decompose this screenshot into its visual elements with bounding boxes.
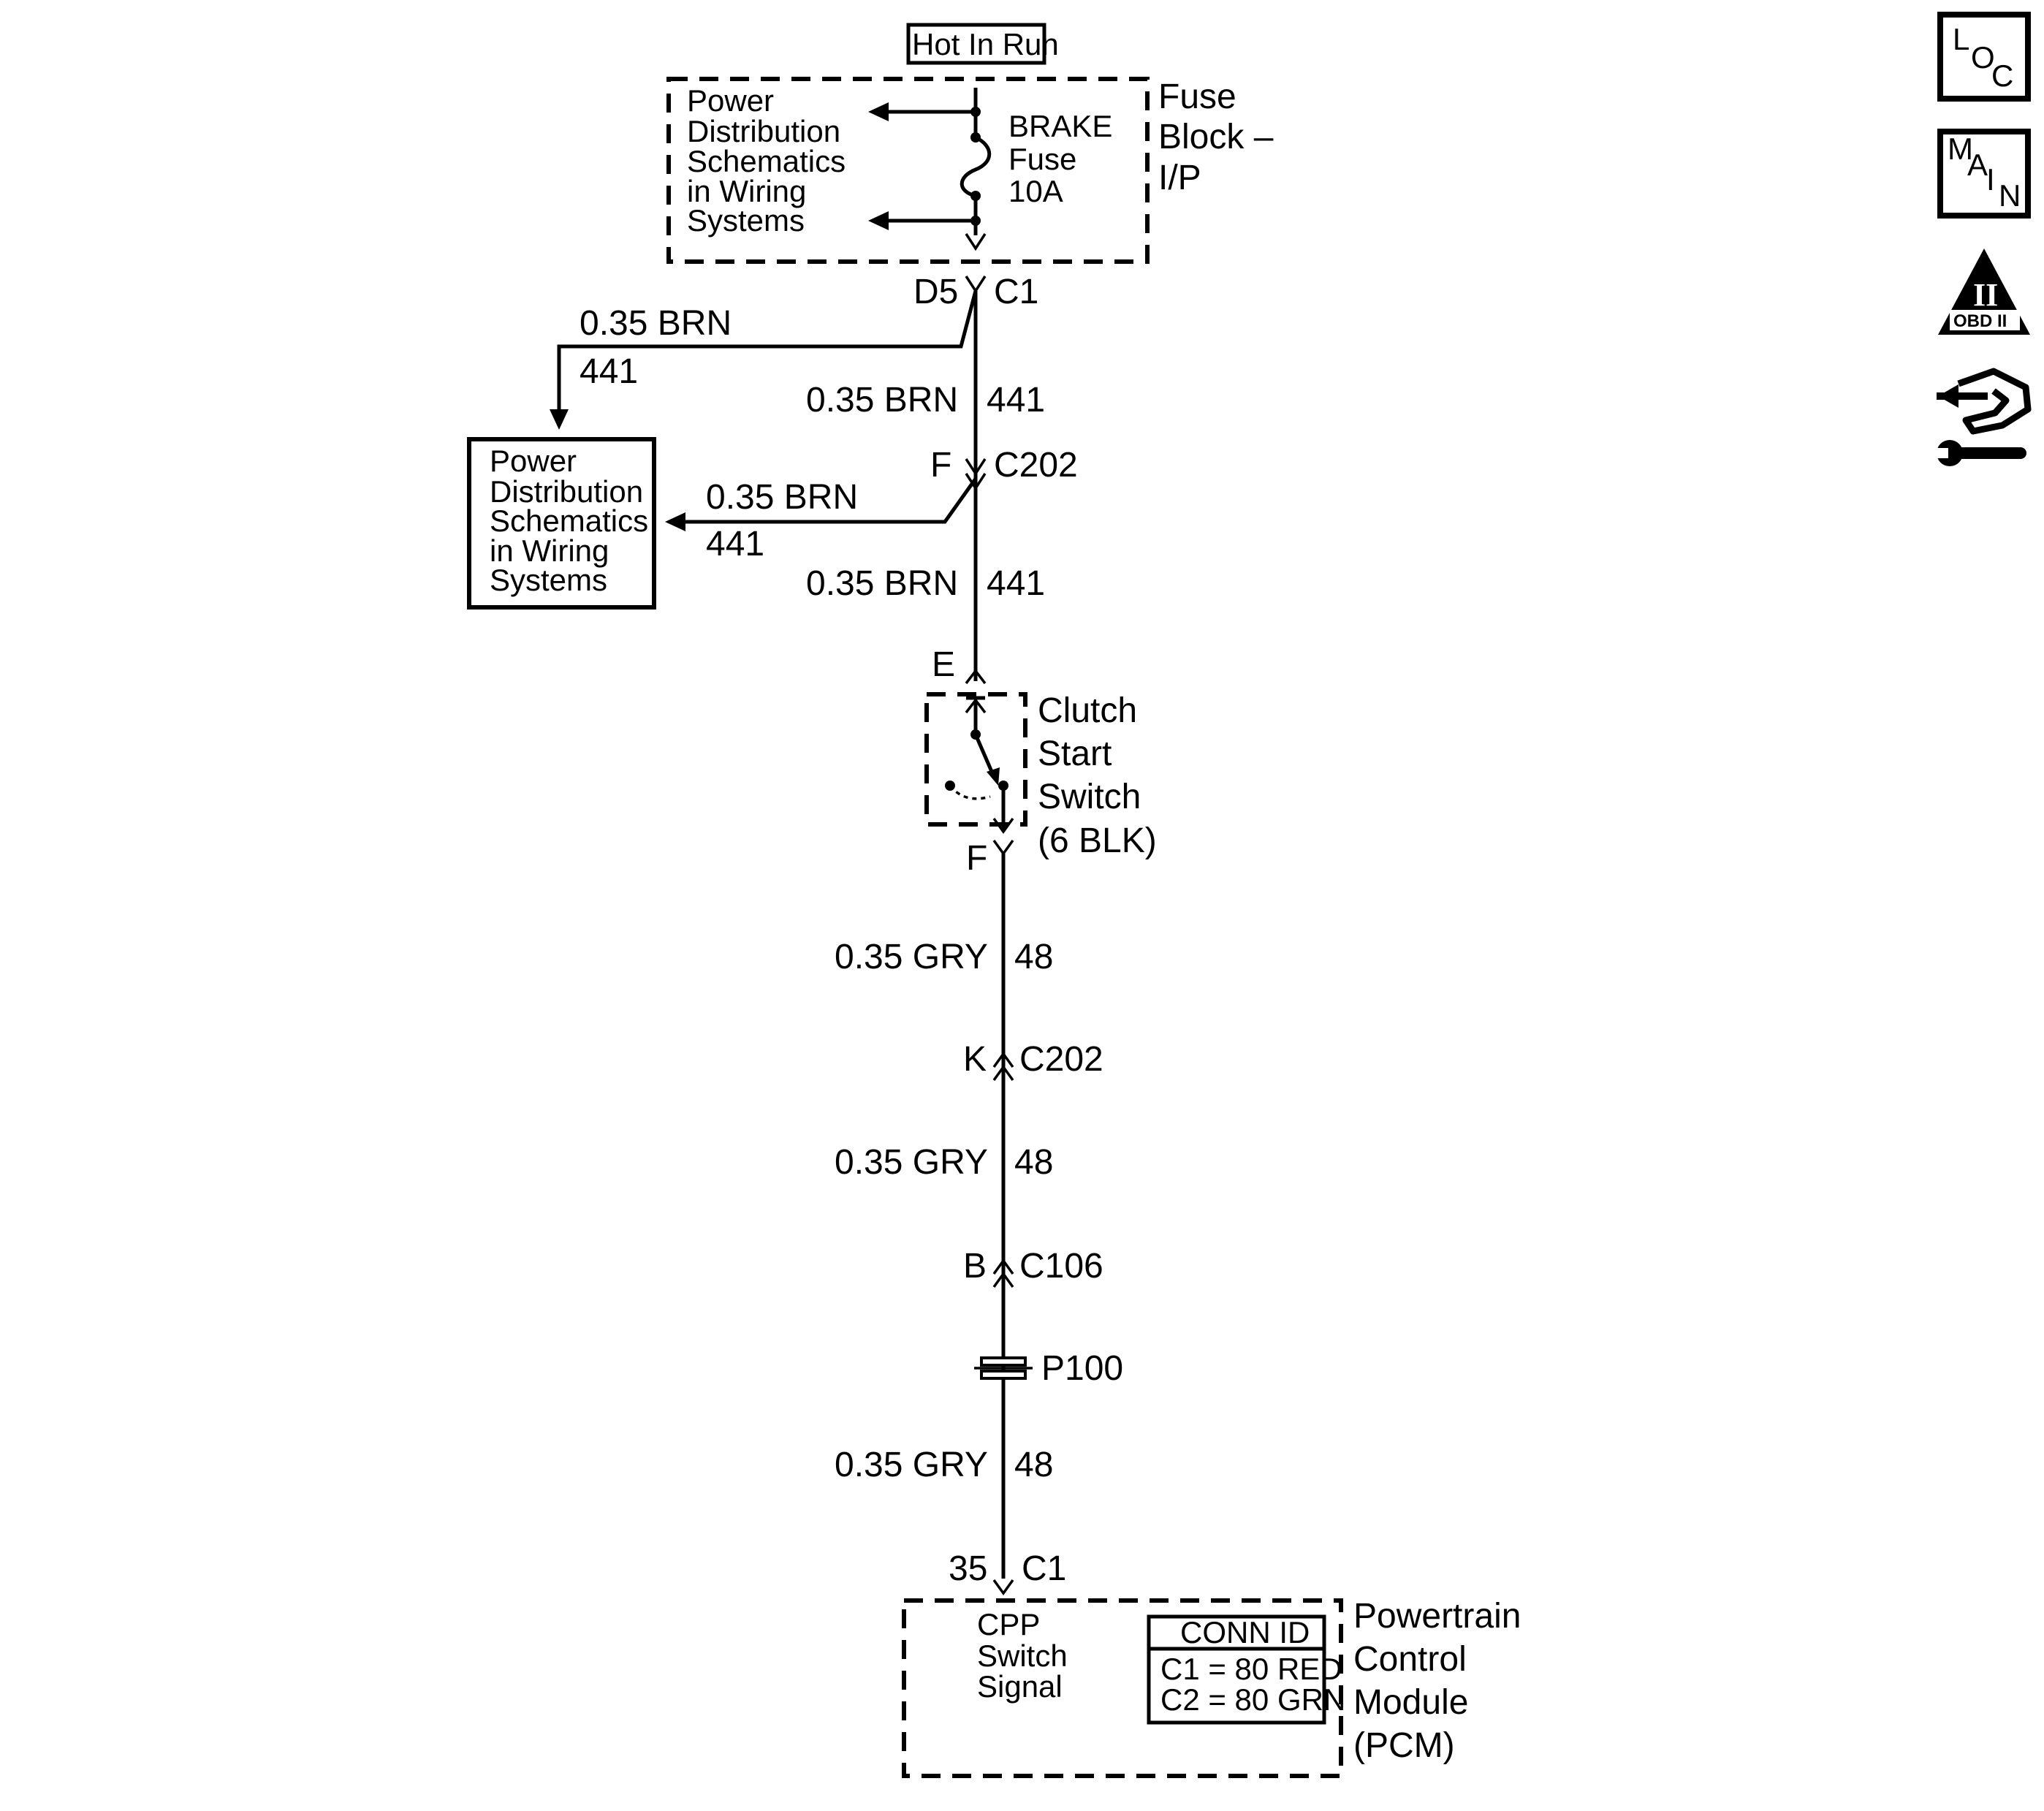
branch-1-wire <box>550 290 978 430</box>
svg-text:F: F <box>930 446 951 485</box>
svg-text:Schematics: Schematics <box>687 144 846 178</box>
wire-seg-1-circuit: 441 <box>987 381 1045 419</box>
svg-text:C1: C1 <box>1022 1549 1066 1588</box>
svg-text:C202: C202 <box>994 446 1078 485</box>
svg-text:Block –: Block – <box>1158 118 1274 156</box>
svg-text:Powertrain: Powertrain <box>1353 1597 1521 1636</box>
svg-text:35: 35 <box>949 1549 987 1588</box>
fuse-block-ref-text: Power Distribution Schematics in Wiring … <box>687 83 846 238</box>
svg-text:M: M <box>1948 132 1973 166</box>
pcm-box <box>902 1598 1343 1778</box>
connector-c1-top: D5 C1 <box>913 273 1038 311</box>
wire-seg-3-circuit: 48 <box>1014 938 1053 976</box>
branch-1-gauge: 0.35 BRN <box>580 304 732 343</box>
svg-text:Systems: Systems <box>490 563 607 597</box>
branch-1-circuit: 441 <box>580 352 638 391</box>
wire-seg-4-circuit: 48 <box>1014 1143 1053 1182</box>
clutch-start-switch <box>924 669 1027 834</box>
brake-fuse-label: BRAKE Fuse 10A <box>1008 109 1112 208</box>
obd-ii-icon[interactable]: II OBD II <box>1938 248 2030 335</box>
branch-2-gauge: 0.35 BRN <box>706 478 858 517</box>
svg-text:Switch: Switch <box>977 1639 1068 1673</box>
svg-text:(6 BLK): (6 BLK) <box>1038 821 1157 860</box>
connector-c202-a: F C202 <box>930 446 1078 491</box>
svg-text:Module: Module <box>1353 1683 1468 1722</box>
svg-text:C202: C202 <box>1019 1040 1103 1079</box>
clutch-switch-pin-f: F <box>966 839 1014 878</box>
svg-text:CONN ID: CONN ID <box>1180 1615 1310 1649</box>
svg-text:Fuse: Fuse <box>1158 77 1236 116</box>
svg-text:I: I <box>1986 162 1995 197</box>
wire-seg-5-gauge: 0.35 GRY <box>835 1446 988 1484</box>
wire-seg-4-gauge: 0.35 GRY <box>835 1143 988 1182</box>
power-distribution-ref-text: Power Distribution Schematics in Wiring … <box>490 444 648 597</box>
svg-text:II: II <box>1973 277 1998 313</box>
svg-text:Clutch: Clutch <box>1038 691 1137 730</box>
svg-text:O: O <box>1971 40 1995 75</box>
wire-seg-5-circuit: 48 <box>1014 1446 1053 1484</box>
passthrough-p100: P100 <box>974 1349 1123 1388</box>
svg-text:(PCM): (PCM) <box>1353 1726 1455 1765</box>
svg-text:A: A <box>1967 148 1988 182</box>
svg-text:L: L <box>1953 22 1969 56</box>
svg-text:Fuse: Fuse <box>1008 142 1076 176</box>
loc-icon[interactable]: L O C <box>1937 12 2031 102</box>
clutch-switch-label: Clutch Start Switch (6 BLK) <box>1038 691 1157 860</box>
svg-text:C: C <box>1991 58 2013 93</box>
pcm-name-label: Powertrain Control Module (PCM) <box>1353 1597 1521 1765</box>
fuse-block-box <box>666 77 1150 264</box>
main-icon[interactable]: M A I N <box>1937 129 2031 219</box>
svg-text:10A: 10A <box>1008 174 1063 208</box>
svg-text:Signal: Signal <box>977 1669 1063 1704</box>
svg-text:in Wiring: in Wiring <box>490 534 609 568</box>
svg-text:Start: Start <box>1038 734 1112 773</box>
brake-fuse-symbol <box>868 88 992 251</box>
branch-2-circuit: 441 <box>706 525 764 563</box>
connector-c202-b: K C202 <box>963 1040 1103 1082</box>
hot-in-run-box <box>906 23 1046 65</box>
connector-c1-pcm: 35 C1 <box>949 1549 1066 1595</box>
wire-seg-2-circuit: 441 <box>987 564 1045 603</box>
pcm-signal-label: CPP Switch Signal <box>977 1607 1068 1704</box>
svg-text:N: N <box>1999 178 2021 213</box>
svg-text:Distribution: Distribution <box>687 114 840 148</box>
hot-in-run-label: Hot In Run <box>912 27 1059 61</box>
svg-text:Systems: Systems <box>687 203 805 238</box>
svg-text:D5: D5 <box>913 273 958 311</box>
svg-text:CPP: CPP <box>977 1607 1040 1641</box>
svg-text:in Wiring: in Wiring <box>687 174 806 208</box>
svg-text:Control: Control <box>1353 1640 1467 1679</box>
svg-text:C1 = 80 RED: C1 = 80 RED <box>1160 1652 1342 1686</box>
wire-seg-1-gauge: 0.35 BRN <box>806 381 958 419</box>
svg-text:P100: P100 <box>1041 1349 1123 1388</box>
svg-text:F: F <box>966 839 987 878</box>
svg-text:Distribution: Distribution <box>490 474 643 509</box>
svg-text:B: B <box>963 1247 987 1286</box>
power-distribution-ref-box[interactable] <box>467 437 656 610</box>
svg-text:I/P: I/P <box>1158 159 1201 197</box>
svg-text:C2 = 80 GRN: C2 = 80 GRN <box>1160 1682 1345 1717</box>
wire-seg-2-gauge: 0.35 BRN <box>806 564 958 603</box>
svg-text:Switch: Switch <box>1038 778 1141 816</box>
hand-wrench-icon[interactable] <box>1937 368 2032 466</box>
svg-text:OBD II: OBD II <box>1953 311 2007 331</box>
svg-text:Power: Power <box>687 83 774 118</box>
branch-2-wire <box>665 477 978 531</box>
svg-text:K: K <box>963 1040 987 1079</box>
svg-text:BRAKE: BRAKE <box>1008 109 1112 143</box>
svg-text:C106: C106 <box>1019 1247 1103 1286</box>
connector-c106: B C106 <box>963 1247 1103 1288</box>
wire-seg-3-gauge: 0.35 GRY <box>835 938 988 976</box>
svg-text:Schematics: Schematics <box>490 504 648 538</box>
svg-text:C1: C1 <box>994 273 1038 311</box>
svg-text:Power: Power <box>490 444 577 478</box>
clutch-switch-pin-e: E <box>932 645 955 684</box>
fuse-block-label: Fuse Block – I/P <box>1158 77 1274 197</box>
conn-id-table: CONN ID C1 = 80 RED C2 = 80 GRN <box>1147 1614 1345 1725</box>
